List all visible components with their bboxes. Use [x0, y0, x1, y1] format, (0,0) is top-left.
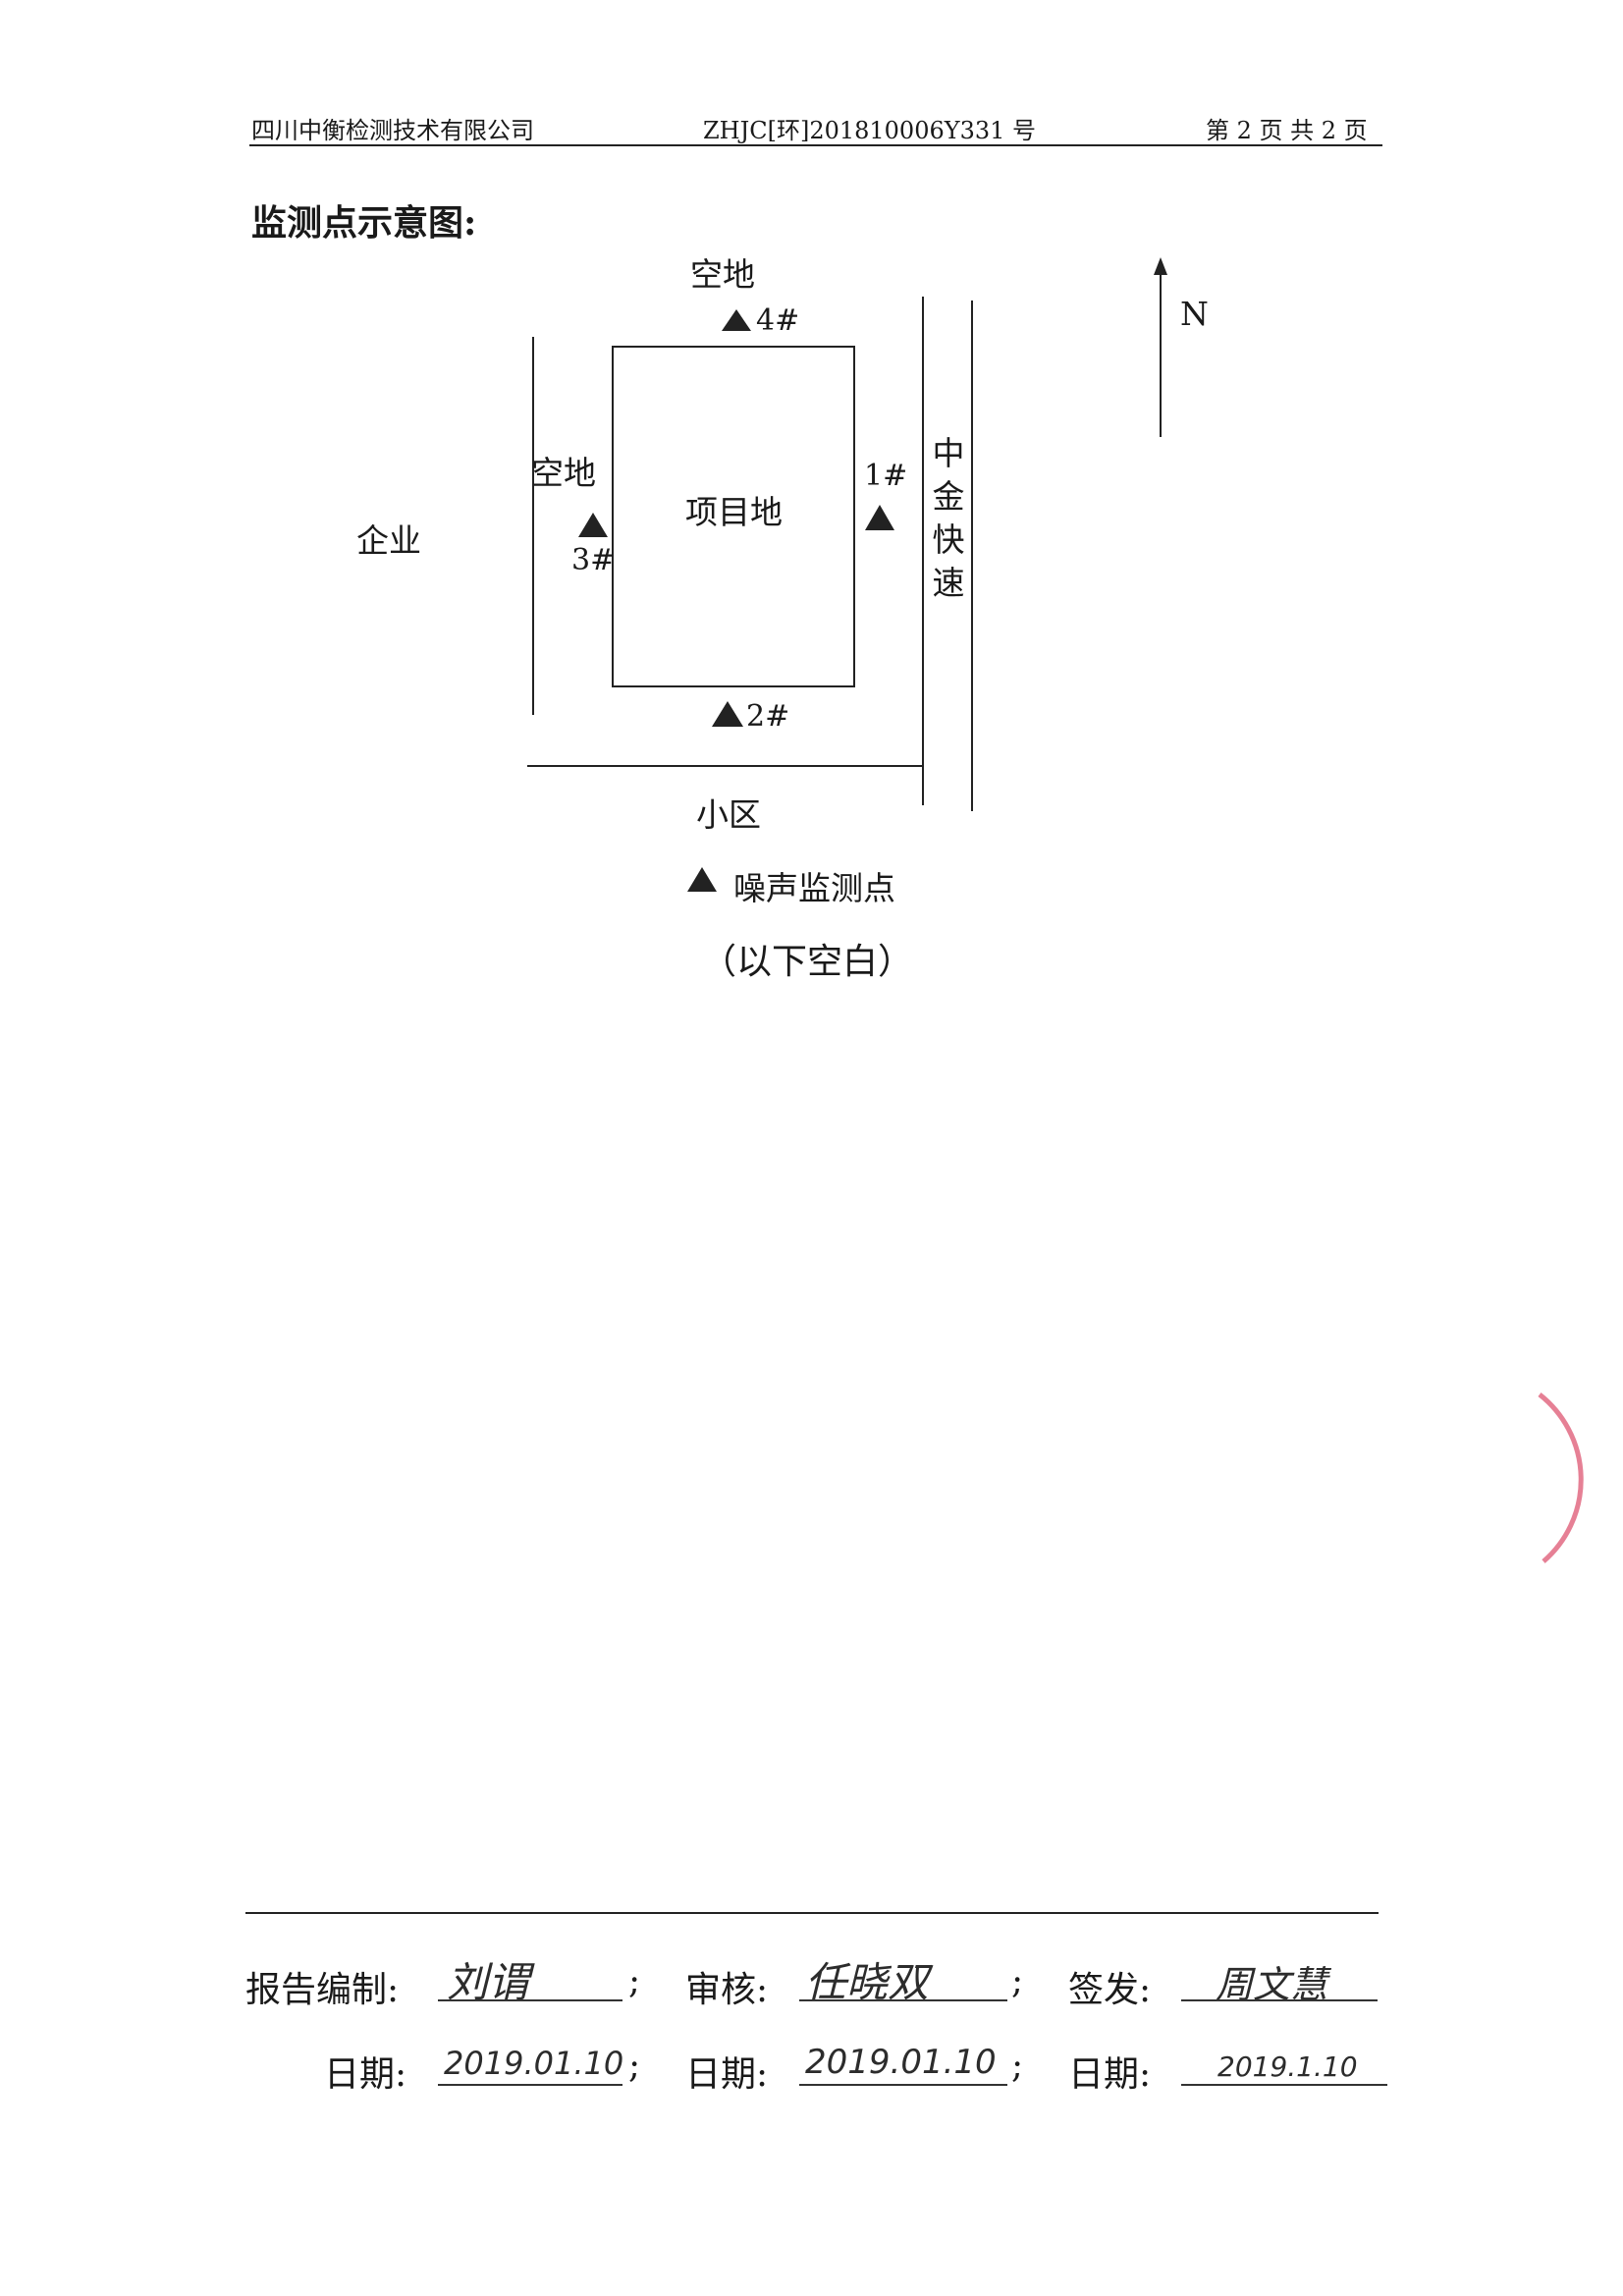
left-area-label: 空地: [531, 454, 596, 492]
compiler-signature: 刘谓: [447, 1958, 530, 2006]
road-char: 速: [932, 564, 965, 602]
project-site-label: 项目地: [685, 493, 783, 531]
separator: ;: [1011, 2046, 1024, 2086]
compiler-date-line: [438, 2084, 622, 2086]
compiler-signature-line: [438, 1999, 622, 2001]
header-page-info: 第 2 页 共 2 页: [1206, 117, 1368, 144]
issuer-signature-line: [1181, 1999, 1378, 2001]
header-company: 四川中衡检测技术有限公司: [251, 117, 534, 144]
point-4-label: 4#: [756, 303, 800, 338]
legend-marker: [687, 867, 717, 892]
legend-label: 噪声监测点: [733, 869, 895, 907]
far-left-area-label: 企业: [356, 521, 421, 560]
point-1-label: 1#: [864, 459, 908, 493]
compiler-label: 报告编制:: [245, 1970, 400, 2010]
date-label-issuer: 日期:: [1068, 2054, 1152, 2095]
seal-stamp-fragment: [1538, 1393, 1584, 1563]
top-area-label: 空地: [690, 255, 755, 294]
signature-rule: [245, 1912, 1379, 1914]
point-2-label: 2#: [746, 699, 790, 734]
blank-note: （以下空白）: [701, 942, 914, 982]
north-label: N: [1180, 295, 1209, 333]
section-title: 监测点示意图:: [251, 202, 477, 244]
point-1-marker: [865, 505, 894, 530]
separator: ;: [628, 2046, 641, 2086]
separator: ;: [1011, 1961, 1024, 2001]
compiler-date: 2019.01.10: [444, 2045, 624, 2082]
road-char: 金: [932, 477, 965, 516]
date-label-compiler: 日期:: [324, 2054, 407, 2095]
reviewer-date: 2019.01.10: [805, 2043, 997, 2082]
issuer-date-line: [1181, 2084, 1387, 2086]
point-3-marker: [578, 513, 608, 537]
project-site-rect: [612, 346, 855, 687]
header-rule: [249, 144, 1382, 146]
reviewer-label: 审核:: [685, 1970, 769, 2010]
bottom-area-label: 小区: [696, 795, 761, 834]
header-report-number: ZHJC[环]201810006Y331 号: [703, 117, 1037, 144]
reviewer-signature: 任晓双: [805, 1958, 930, 2006]
issuer-signature: 周文慧: [1216, 1963, 1328, 2006]
road-char: 快: [932, 520, 965, 559]
issuer-label: 签发:: [1068, 1970, 1152, 2010]
reviewer-signature-line: [799, 1999, 1007, 2001]
road-char: 中: [932, 434, 965, 472]
date-label-reviewer: 日期:: [685, 2054, 769, 2095]
reviewer-date-line: [799, 2084, 1007, 2086]
issuer-date: 2019.1.10: [1217, 2050, 1358, 2083]
point-3-label: 3#: [571, 543, 616, 577]
point-2-marker: [712, 701, 743, 727]
north-arrow-head: [1154, 257, 1167, 275]
separator: ;: [628, 1961, 641, 2001]
road-label: 中 金 快 速: [929, 432, 968, 605]
point-4-marker: [722, 309, 751, 331]
